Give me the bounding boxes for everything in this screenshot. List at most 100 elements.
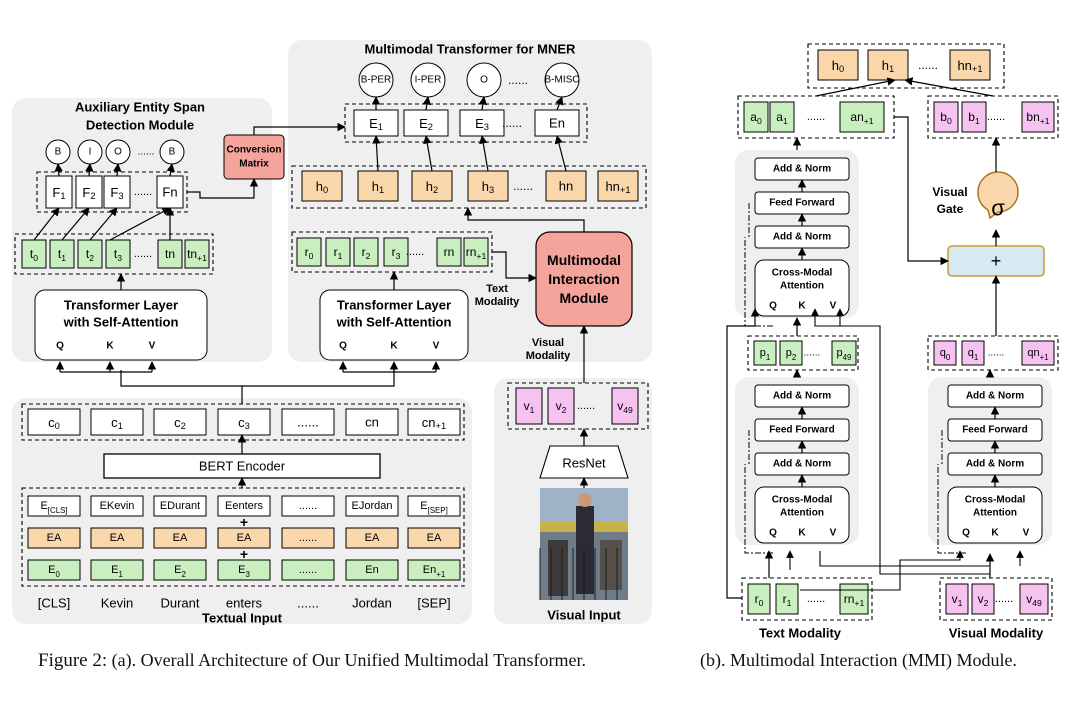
embedding-group xyxy=(21,487,465,587)
bottom-right-v: V xyxy=(1023,528,1030,539)
bottom-right-add2-label: Add & Norm xyxy=(966,459,1024,470)
arrow-f-to-tag xyxy=(54,163,63,177)
t-token-tn-1-label: tn+1 xyxy=(187,247,207,263)
position-emb-e1 xyxy=(90,559,144,581)
bottom-left-v: V xyxy=(830,528,837,539)
r-token-r1 xyxy=(325,237,351,267)
q-token-q0 xyxy=(933,340,957,366)
textual-input-label: Textual Input xyxy=(202,611,283,626)
q-dots: ...... xyxy=(988,348,1005,359)
segment-emb-3-label: EA xyxy=(237,532,252,544)
arrow-r-to-top-q xyxy=(726,308,760,599)
segment-emb-0-label: EA xyxy=(47,532,62,544)
e-token-e2-label: E2 xyxy=(419,116,433,133)
token-emb-dots xyxy=(281,495,335,517)
bottom-right-add-label: Add & Norm xyxy=(966,391,1024,402)
r-token-rn-label: rn xyxy=(444,245,455,259)
b-token-b1 xyxy=(961,101,987,133)
e-dots: ...... xyxy=(502,116,522,130)
v-to-top-v xyxy=(836,308,880,327)
t-token-tn-label: tn xyxy=(165,247,175,261)
arrow-t-to-f xyxy=(89,207,118,241)
position-emb-e3-label: E3 xyxy=(238,564,250,579)
v-input-token-v49 xyxy=(1019,583,1049,615)
top-cma-label-1: Cross-Modal xyxy=(772,268,833,279)
position-emb-en-1-label: En+1 xyxy=(423,564,446,579)
position-emb-dots xyxy=(281,559,335,581)
t-token-t0-label: t0 xyxy=(30,247,38,263)
position-emb-dots-label: ...... xyxy=(299,564,317,576)
visual-input-label: Visual Input xyxy=(547,608,621,623)
token-emb-ekevin-label: EKevin xyxy=(100,500,135,512)
arrow-f-to-conversion xyxy=(187,178,259,199)
bottom-right-ff-label: Feed Forward xyxy=(962,425,1028,436)
e-token-e1-label: E1 xyxy=(369,116,383,133)
token-emb-edurant xyxy=(153,495,207,517)
t-token-t1 xyxy=(49,239,75,269)
r-token-r3 xyxy=(383,237,409,267)
segment-emb-2-label: EA xyxy=(173,532,188,544)
fusion-plus-label: + xyxy=(991,251,1002,271)
arrow-t-to-f xyxy=(33,207,60,241)
r-token-r0-label: r0 xyxy=(305,245,314,261)
r-input-token-r1-label: r1 xyxy=(783,592,792,608)
r-token-r1-label: r1 xyxy=(334,245,343,261)
tag-circle-b-per-label: B-PER xyxy=(361,75,392,86)
arrow-a-to-h xyxy=(815,77,896,97)
r-token-r2-label: r2 xyxy=(362,245,371,261)
arrow-mmi-to-h xyxy=(463,207,585,232)
a-token-a0-label: a0 xyxy=(750,110,762,126)
t-dots: ...... xyxy=(134,248,152,260)
v-row-group xyxy=(507,382,649,430)
out-h-token-h0 xyxy=(817,49,859,81)
c-token-dots-label: ...... xyxy=(297,415,319,430)
position-emb-e2-label: E2 xyxy=(174,564,186,579)
left-tl-k: K xyxy=(106,341,114,352)
top-k: K xyxy=(798,301,806,312)
mmi-label-3: Module xyxy=(560,290,609,306)
segment-emb-4 xyxy=(281,527,335,549)
r-token-r2 xyxy=(353,237,379,267)
out-h-row-group xyxy=(807,43,1005,89)
r-input-dots: ...... xyxy=(807,593,825,605)
out-h-token-hn-1 xyxy=(949,49,991,81)
c-token-dots xyxy=(281,408,335,436)
t-token-t1-label: t1 xyxy=(58,247,66,263)
aux-tag-circle-i-label: I xyxy=(89,147,92,158)
bert-encoder-label: BERT Encoder xyxy=(199,459,286,474)
arrow-f-to-tag xyxy=(166,163,175,177)
visual-gate-label-1: Visual xyxy=(932,185,967,199)
a-token-an-1-label: an+1 xyxy=(850,110,873,126)
token-emb-eenters-label: Eenters xyxy=(225,500,263,512)
word-kevin: Kevin xyxy=(101,596,134,611)
f-token-f2-label: F2 xyxy=(82,185,95,202)
segment-emb-3 xyxy=(217,527,271,549)
h-token-h0 xyxy=(301,170,343,202)
v-input-token-v2 xyxy=(971,583,995,615)
p-token-p49-label: p49 xyxy=(837,347,853,362)
visual-modality-label-1: Visual xyxy=(532,337,564,349)
c-token-cn-label: cn xyxy=(365,415,379,430)
t-token-t3-label: t3 xyxy=(114,247,122,263)
f-token-f1-label: F1 xyxy=(52,185,65,202)
bottom-right-k: K xyxy=(991,528,999,539)
segment-emb-2 xyxy=(153,527,207,549)
b-token-b1-label: b1 xyxy=(968,110,980,126)
r-input-group xyxy=(741,577,873,621)
conversion-matrix-box xyxy=(223,134,285,180)
token-emb-eenters xyxy=(217,495,271,517)
text-modality-label-1: Text xyxy=(486,283,508,295)
e-token-en-label: En xyxy=(549,116,565,131)
q-token-q1-label: q1 xyxy=(968,347,979,362)
h-row-group xyxy=(291,165,647,209)
v-input-group xyxy=(939,577,1053,621)
mmi-label-1: Multimodal xyxy=(547,252,621,268)
tag-circle-o-label: O xyxy=(480,75,488,86)
r-token-rn-1 xyxy=(463,237,489,267)
c-token-c3-label: c3 xyxy=(238,415,250,432)
caption-a: Figure 2: (a). Overall Architecture of O… xyxy=(38,650,587,671)
t-token-tn-1 xyxy=(184,239,210,269)
out-h-dots: ...... xyxy=(918,58,938,72)
h-dots: ...... xyxy=(513,179,533,193)
q-token-qn-1-label: qn+1 xyxy=(1027,347,1049,362)
